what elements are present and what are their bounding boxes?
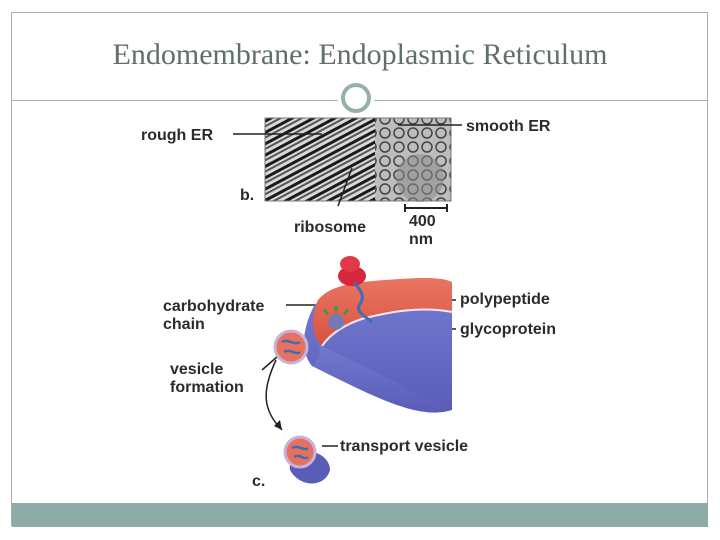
label-vesicle-line2: formation: [170, 379, 244, 396]
micrograph-panel: [264, 117, 452, 202]
transport-arrow: [265, 359, 283, 431]
label-smooth-er: smooth ER: [466, 118, 551, 135]
label-panel-b: b.: [240, 187, 255, 204]
label-glycoprotein: glycoprotein: [460, 321, 557, 338]
budding-vesicle: [273, 329, 452, 413]
label-transport-vesicle: transport vesicle: [340, 438, 469, 455]
divider-ring-ornament: [341, 83, 371, 113]
label-polypeptide: polypeptide: [460, 291, 550, 308]
transport-arrowhead: [274, 420, 282, 430]
label-carbohydrate-line1: carbohydrate: [163, 298, 265, 315]
slide-title: Endomembrane: Endoplasmic Reticulum: [112, 38, 608, 71]
label-rough-er: rough ER: [141, 127, 213, 144]
label-scale-unit: nm: [409, 231, 433, 248]
transport-vesicle-shape: [283, 435, 330, 484]
label-vesicle-line1: vesicle: [170, 361, 224, 378]
title-divider-left: [12, 100, 338, 101]
glycoprotein-shape: [322, 306, 350, 330]
er-membrane: [313, 278, 452, 346]
ribosome-shape: [338, 256, 366, 286]
polypeptide-chain: [352, 281, 374, 324]
footer-bar: [12, 503, 708, 527]
label-scale-value: 400: [409, 213, 436, 230]
title-divider-right: [374, 100, 708, 101]
label-ribosome: ribosome: [294, 219, 367, 236]
label-panel-c: c.: [252, 473, 266, 490]
label-carbohydrate-line2: chain: [163, 316, 205, 333]
